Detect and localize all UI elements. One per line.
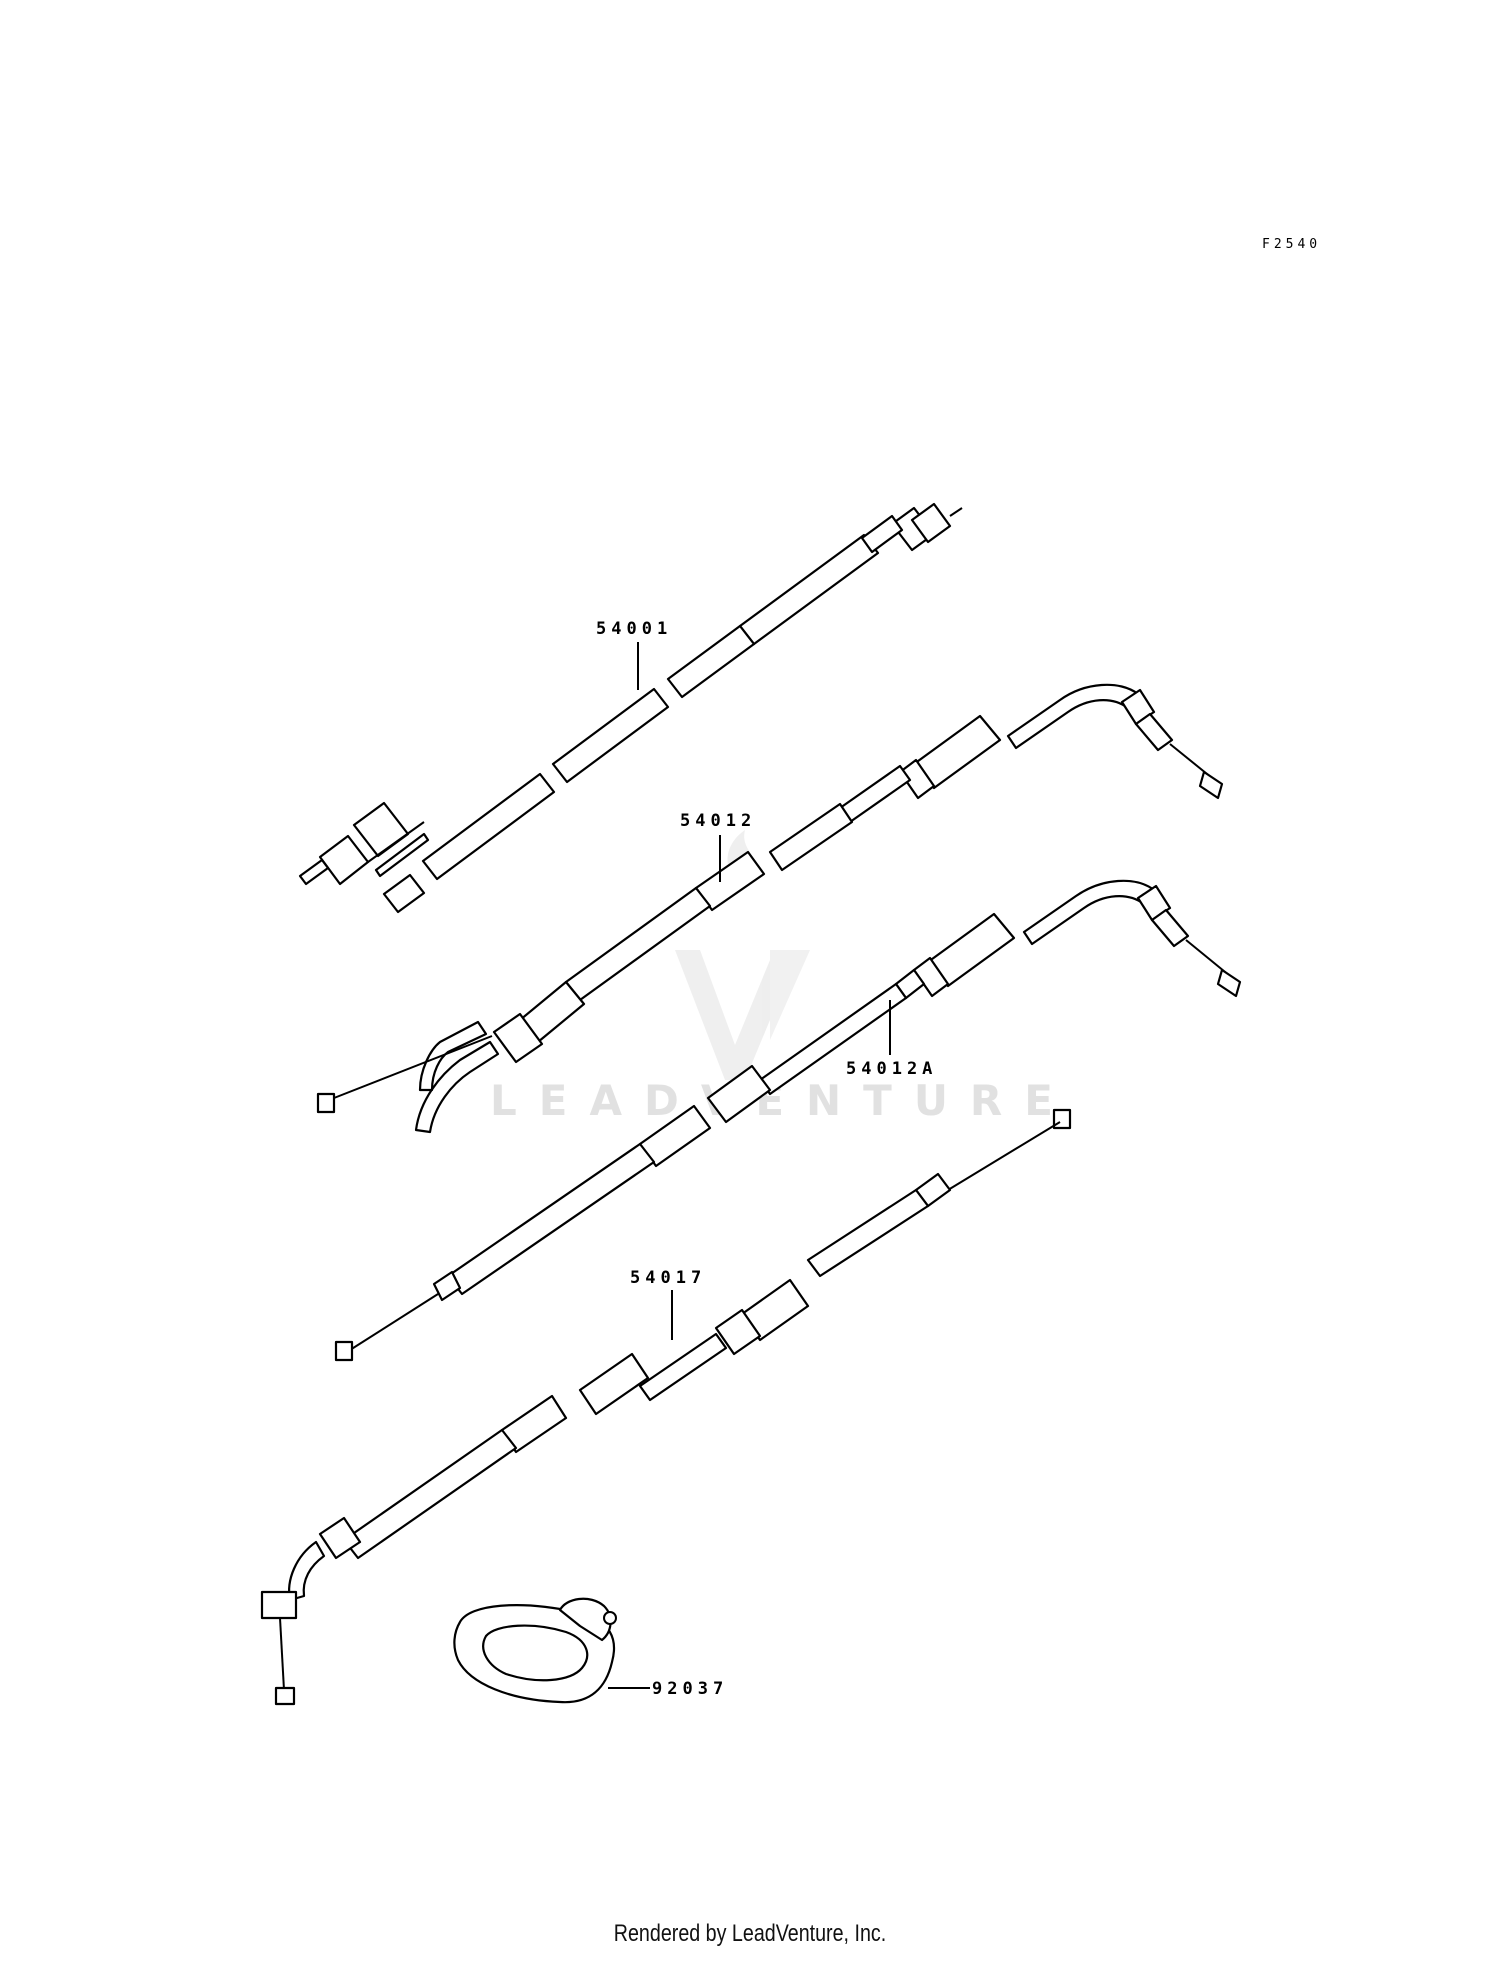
callout-54012: 54012	[680, 811, 756, 882]
figure-code: F2540	[1262, 237, 1321, 252]
callout-54012A: 54012A	[846, 1000, 937, 1079]
part-number-54001: 54001	[596, 619, 672, 639]
part-number-54017: 54017	[630, 1268, 706, 1288]
speedometer-cable[interactable]	[298, 502, 963, 914]
footer-credit: Rendered by LeadVenture, Inc.	[613, 1920, 887, 1947]
part-number-54012A: 54012A	[846, 1059, 937, 1079]
callout-92037: 92037	[608, 1679, 728, 1699]
part-number-92037: 92037	[652, 1679, 728, 1699]
part-number-54012: 54012	[680, 811, 756, 831]
callout-54001: 54001	[596, 619, 672, 690]
throttle-cable-closing[interactable]	[334, 879, 1242, 1362]
cable-clamp[interactable]	[453, 1597, 617, 1704]
choke-cable[interactable]	[260, 1108, 1072, 1706]
throttle-cable-opening[interactable]	[316, 683, 1224, 1134]
callout-54017: 54017	[630, 1268, 706, 1340]
